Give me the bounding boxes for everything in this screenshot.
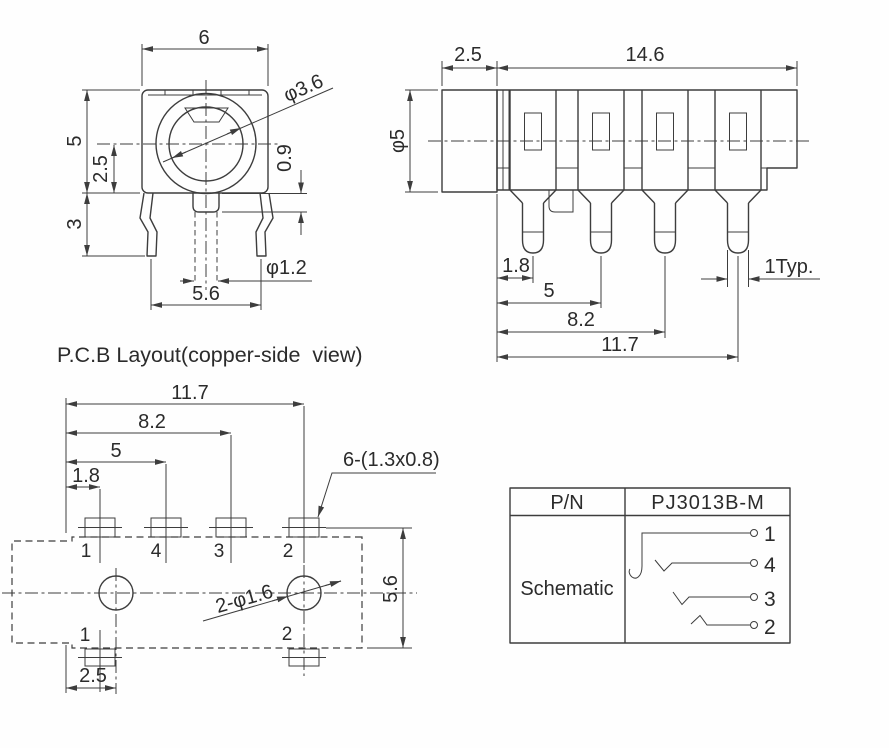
dim-body-length: 14.6	[626, 44, 665, 66]
front-view-body	[97, 80, 280, 290]
terminal-circle-4	[750, 559, 758, 567]
table-border	[509, 487, 791, 644]
side-view-dimensions: 2.5 14.6 φ5 1.8 5 8.2 11.7	[387, 44, 820, 362]
mount-step	[548, 190, 574, 213]
dim-leg-span: 5.6	[192, 283, 220, 305]
dim-pcb-offset: 2.5	[79, 665, 107, 687]
side-view-body	[428, 89, 812, 254]
pad-label: 2	[283, 541, 294, 562]
dim-front-width: 6	[198, 27, 209, 49]
dim-pcb-5: 5	[110, 440, 121, 462]
pad-label: 2	[282, 624, 293, 645]
pad-label: 1	[81, 541, 92, 562]
part-number: PJ3013B-M	[651, 492, 765, 514]
terminal-circle-1	[750, 529, 758, 537]
schematic-switch-contact-4	[654, 559, 750, 572]
dim-pcb-18: 1.8	[72, 465, 100, 487]
pcb-layout-view: P.C.B Layout(copper-side view) 1 4 3 2	[2, 343, 440, 694]
schematic-switch-contact-2	[690, 614, 750, 626]
schematic-pin-label: 2	[764, 616, 776, 639]
dim-pcb-82: 8.2	[138, 411, 166, 433]
schematic-pin-label: 3	[764, 588, 776, 611]
left-leg	[139, 192, 158, 257]
dim-pin4-offset: 11.7	[601, 334, 638, 356]
dim-barrel-diameter: φ5	[387, 129, 409, 153]
dim-stub-height: 0.9	[274, 144, 296, 172]
table-pn-header: P/N	[550, 492, 583, 514]
schematic-sleeve-contact	[628, 532, 750, 579]
jack-keyway-notch	[184, 107, 229, 123]
hole-size-note: 2-φ1.6	[213, 581, 275, 618]
dim-front-height: 5	[64, 135, 86, 146]
dim-pin-diameter: φ1.2	[266, 257, 307, 279]
bottom-solder-pads: 1 2	[78, 624, 326, 692]
schematic-pin-label: 1	[764, 523, 776, 546]
top-solder-pads: 1 4 3 2	[78, 406, 326, 563]
dim-pcb-height: 5.6	[380, 575, 402, 603]
right-leg	[255, 192, 274, 257]
component-outline-dashed	[11, 536, 363, 649]
dim-pin-width-typ: 1Typ.	[765, 256, 814, 278]
schematic-switch-contact-3	[672, 591, 750, 606]
connector-front-body	[141, 89, 269, 194]
front-view: 6 5 2.5 3 φ3.6 0.9	[64, 27, 334, 310]
front-view-dimensions: 6 5 2.5 3 φ3.6 0.9	[64, 27, 334, 310]
terminal-tabs-and-pins	[509, 90, 762, 254]
schematic-diagram: 1 4 3 2	[628, 523, 776, 639]
pad-label: 1	[80, 625, 91, 646]
table-row-label: Schematic	[520, 578, 613, 600]
pad-size-note: 6-(1.3x0.8)	[343, 449, 440, 471]
pad-label: 3	[214, 541, 225, 562]
part-table: P/N PJ3013B-M Schematic 1 4 3 2	[509, 487, 791, 644]
dim-pcb-span: 11.7	[171, 382, 208, 404]
terminal-circle-2	[750, 621, 758, 629]
dim-front-leg: 3	[64, 218, 86, 229]
dim-pin1-offset: 1.8	[502, 255, 530, 277]
dim-pin3-offset: 8.2	[567, 309, 595, 331]
side-view: 2.5 14.6 φ5 1.8 5 8.2 11.7	[387, 44, 820, 362]
pad-label: 4	[151, 541, 162, 562]
dim-pin2-offset: 5	[543, 280, 554, 302]
dim-barrel-protrusion: 2.5	[454, 44, 482, 66]
terminal-circle-3	[750, 593, 758, 601]
schematic-pin-label: 4	[764, 554, 776, 577]
dim-front-center: 2.5	[90, 155, 112, 183]
pcb-layout-title: P.C.B Layout(copper-side view)	[57, 343, 363, 367]
